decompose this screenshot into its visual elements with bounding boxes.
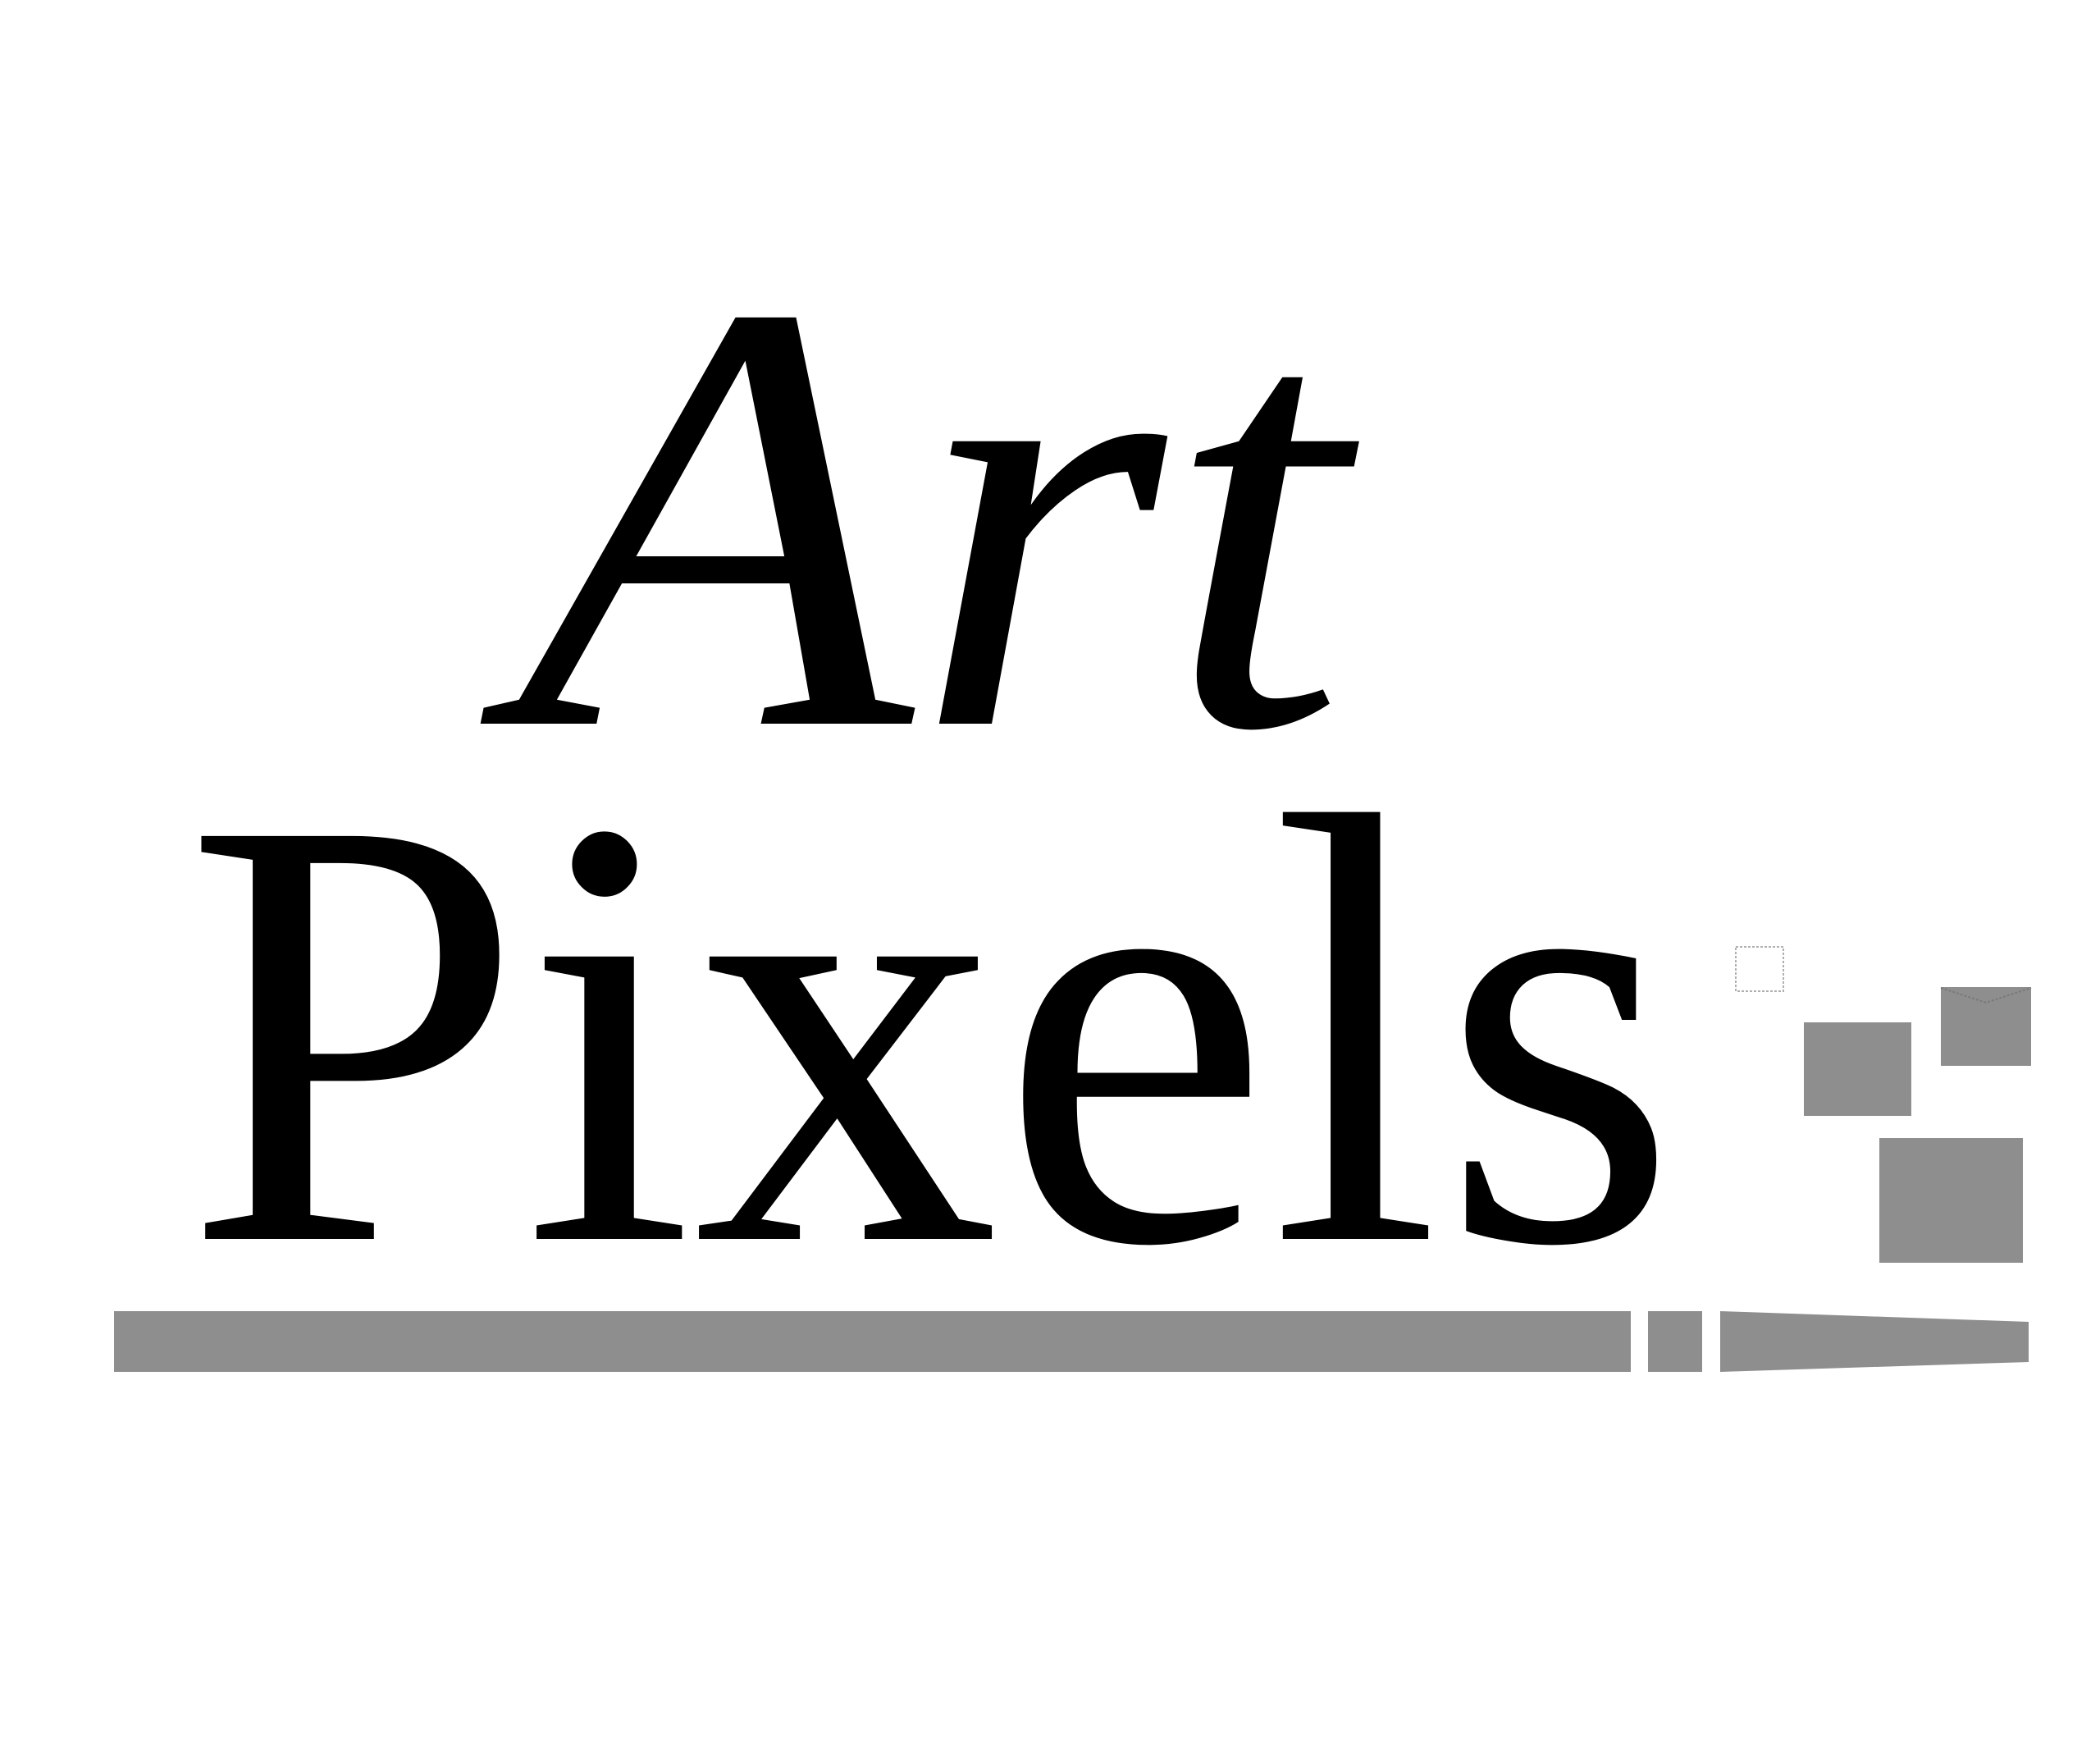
logo-word-pixels: Pixels [184,692,1678,1373]
pixel-square-outline [1735,946,1784,992]
brush-tip [1720,1311,2029,1372]
brush-ferrule [1648,1311,1702,1372]
pixel-square-small [1804,1022,1911,1116]
pixel-square-large [1879,1138,2023,1263]
envelope-fold-line [1940,987,2032,1004]
pixel-squares [1735,946,2032,1263]
brush-handle [114,1311,1631,1372]
logo-word-art: Art [476,176,1369,857]
paintbrush-bar [114,1311,2029,1372]
pixel-square-envelope [1941,987,2031,1066]
